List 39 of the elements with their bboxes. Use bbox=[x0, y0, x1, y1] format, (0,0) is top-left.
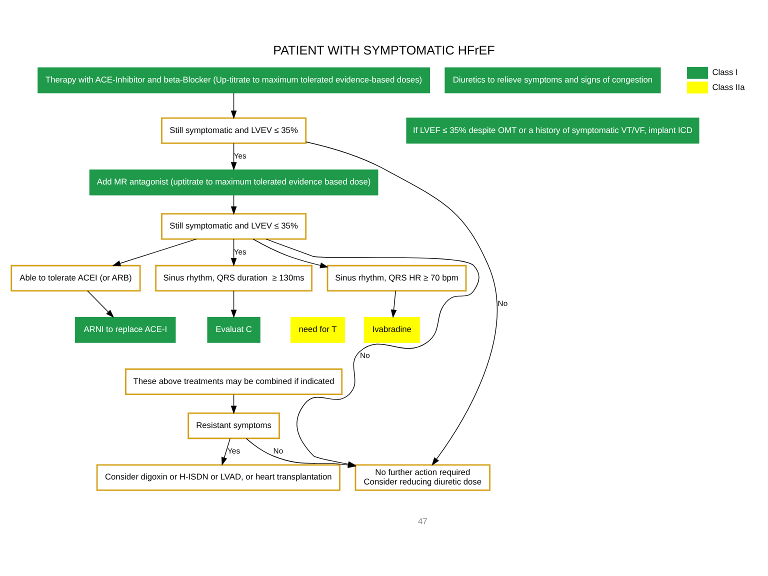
node-box: Ivabradine bbox=[364, 317, 420, 343]
edge-label: Yes bbox=[228, 446, 240, 456]
node-box: Therapy with ACE-Inhibitor and beta-Blocker (Up-titrate to maximum tolerated evidence-based doses) bbox=[38, 67, 430, 94]
node-box: Consider digoxin or H-ISDN or LVAD, or heart transplantation bbox=[96, 464, 340, 491]
node-box: Resistant symptoms bbox=[188, 412, 280, 440]
arrow bbox=[221, 438, 230, 466]
node-box: No further action required Consider reducing diuretic dose bbox=[354, 464, 490, 491]
arrow bbox=[230, 92, 237, 120]
legend-label: Class I bbox=[712, 67, 738, 78]
node-box: Sinus rhythm, QRS HR ≥ 70 bpm bbox=[326, 264, 467, 292]
arrow bbox=[230, 194, 237, 215]
node-box: need for T bbox=[290, 317, 345, 343]
node-box: Still symptomatic and LVEV ≤ 35% bbox=[161, 213, 307, 240]
arrow bbox=[230, 238, 237, 266]
arrow bbox=[390, 290, 397, 318]
node-box: ARNI to replace ACE-I bbox=[75, 317, 176, 343]
edge-label: Yes bbox=[234, 151, 246, 160]
node-box: Evaluat C bbox=[207, 317, 260, 343]
edge-label: No bbox=[273, 446, 284, 456]
label: 47 bbox=[418, 516, 428, 526]
arrow bbox=[306, 142, 498, 466]
arrow bbox=[230, 290, 237, 318]
arrow bbox=[87, 290, 114, 318]
arrow bbox=[112, 238, 197, 266]
arrow bbox=[230, 142, 237, 171]
node-box: Add MR antagonist (uptitrate to maximum tolerated evidence based dose) bbox=[89, 169, 378, 196]
node-box: Diuretics to relieve symptoms and signs of congestion bbox=[444, 67, 661, 94]
node-box: Still symptomatic and LVEV ≤ 35% bbox=[161, 117, 307, 144]
edge-label: No bbox=[498, 299, 508, 308]
node-box: If LVEF ≤ 35% despite OMT or a history of symptomatic VT/VF, implant ICD bbox=[406, 118, 700, 144]
legend-label: Class IIa bbox=[712, 82, 745, 92]
diagram-title: PATIENT WITH SYMPTOMATIC HFrEF bbox=[273, 44, 495, 58]
node-box: Sinus rhythm, QRS duration ≥ 130ms bbox=[155, 264, 312, 292]
node-box: These above treatments may be combined if indicated bbox=[125, 368, 343, 396]
arrow bbox=[252, 238, 328, 268]
node-box: Able to tolerate ACEI (or ARB) bbox=[10, 264, 141, 292]
arrow bbox=[230, 394, 237, 414]
edge-label: Yes bbox=[234, 247, 246, 256]
edge-label: No bbox=[360, 350, 370, 360]
